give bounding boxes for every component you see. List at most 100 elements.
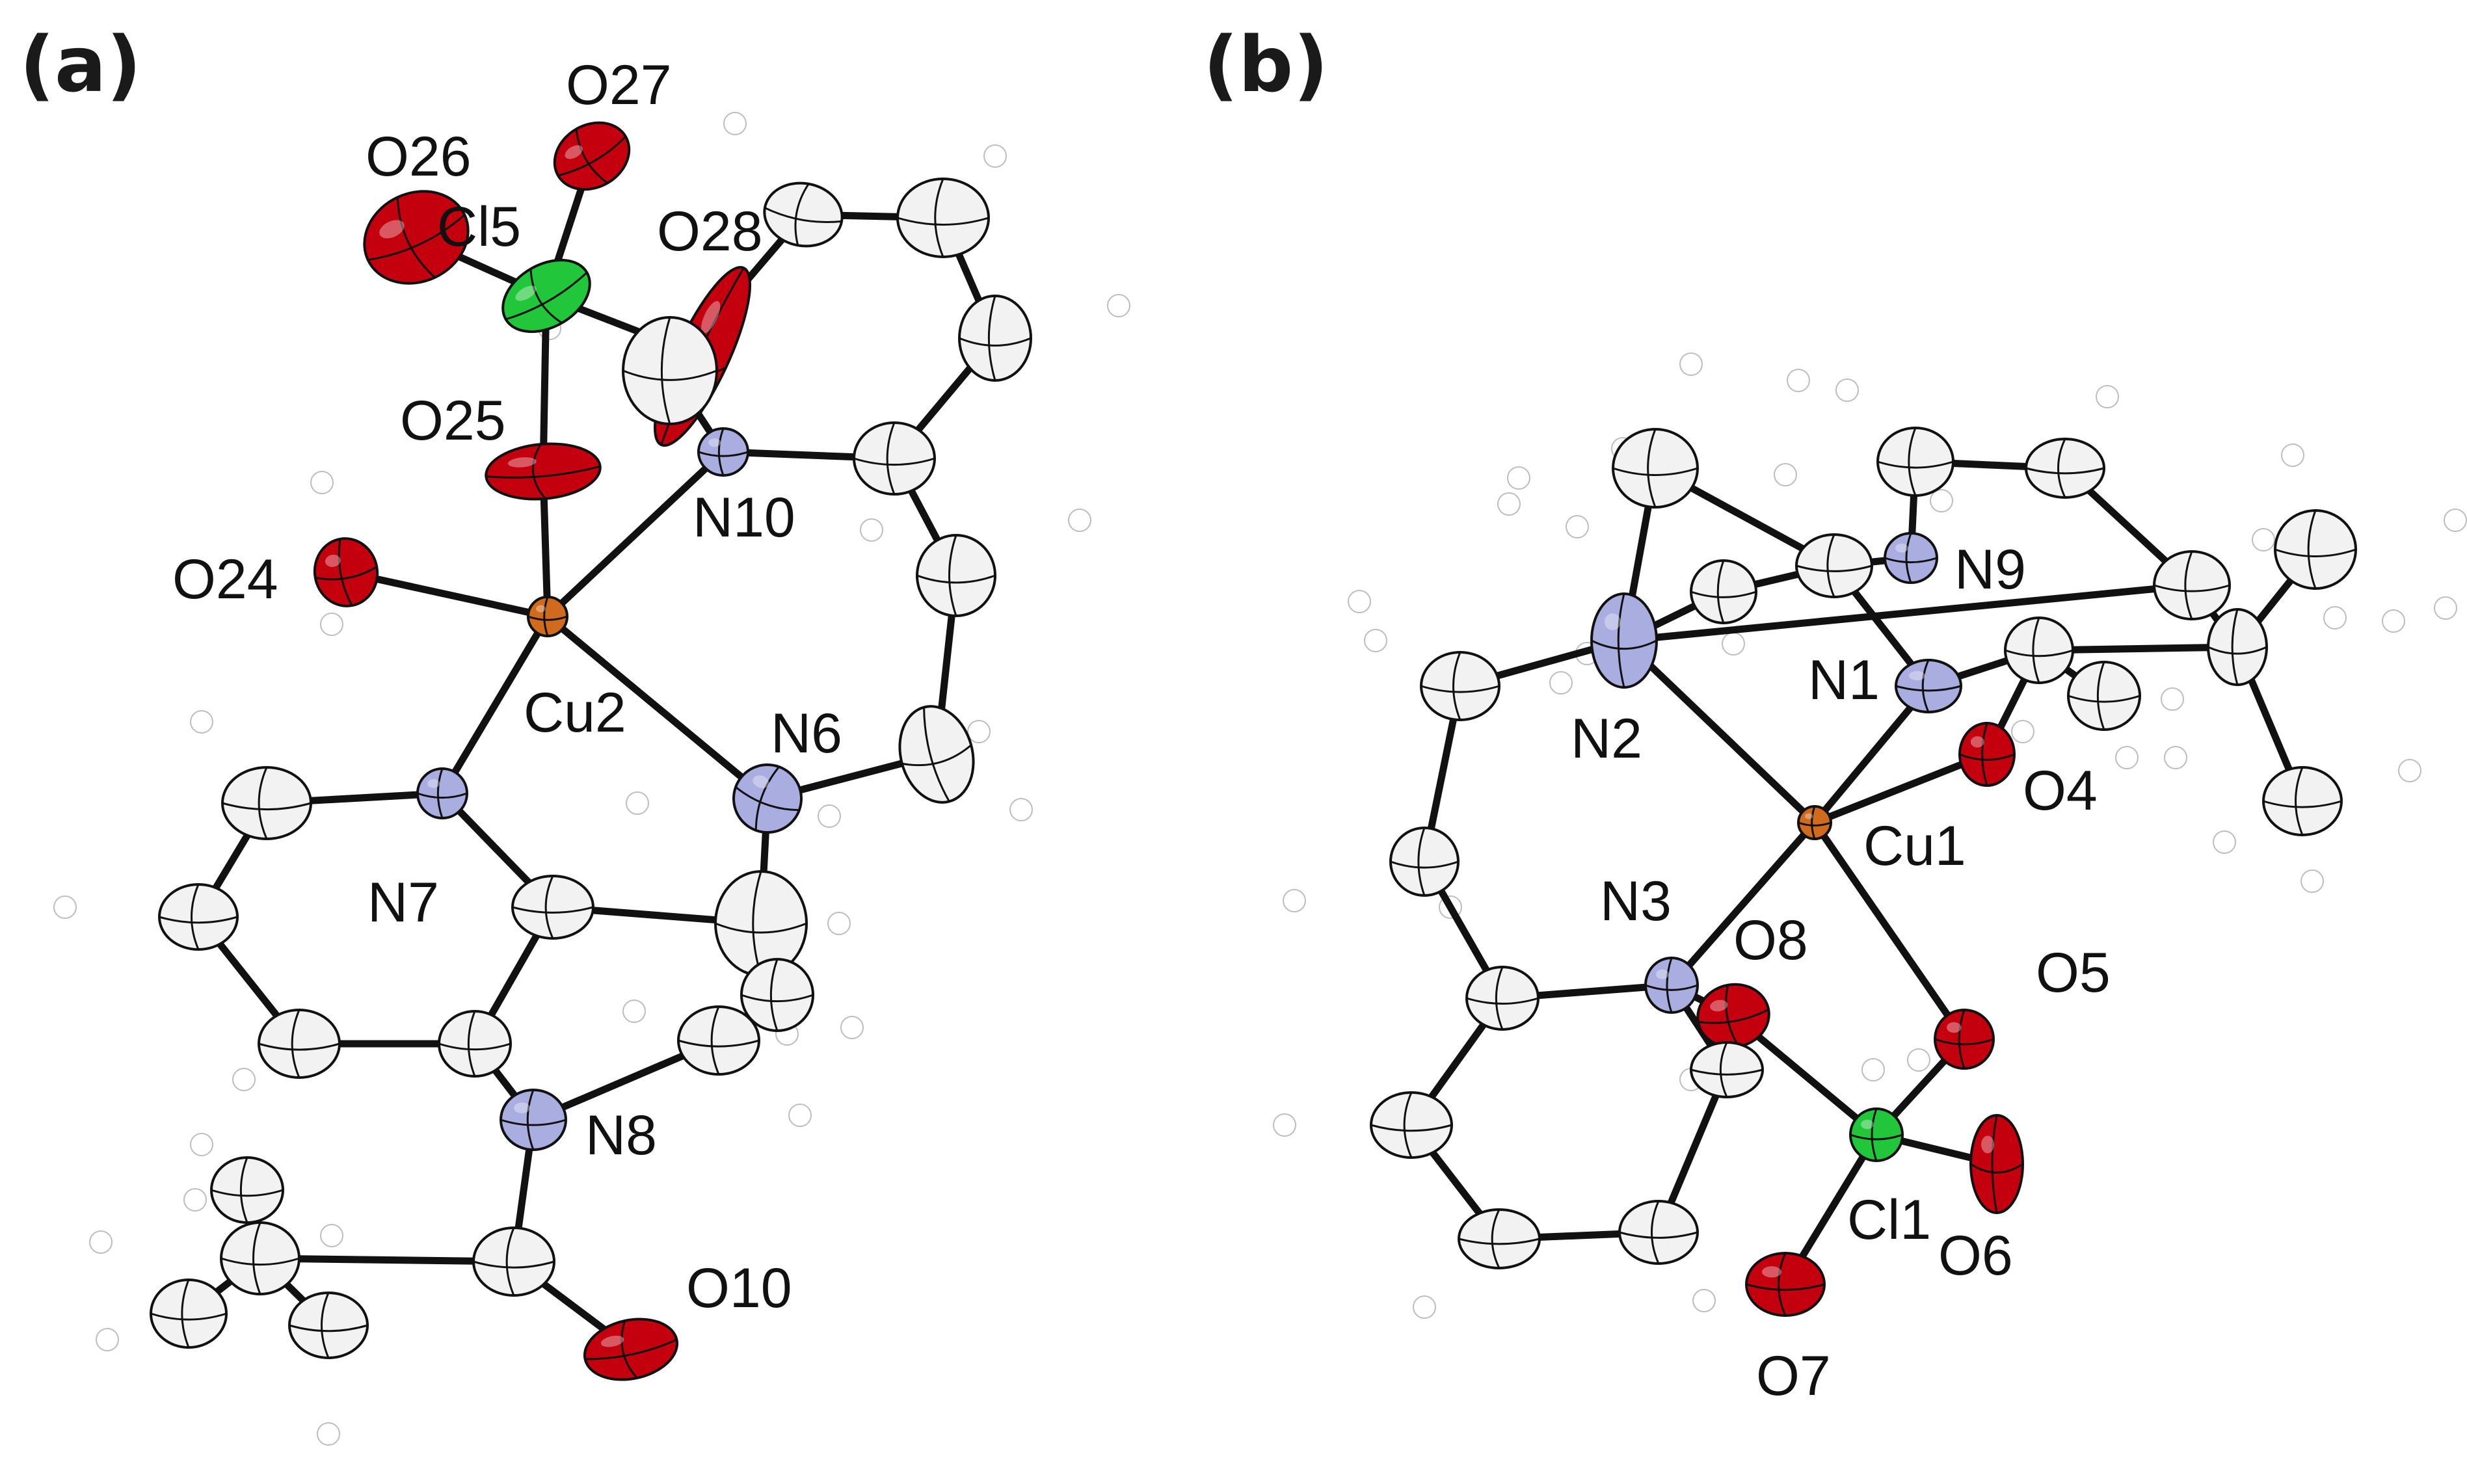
hydrogen-atom: [190, 710, 213, 734]
atom-ca12: [438, 1010, 512, 1078]
bond-cu1-o4: [1811, 750, 1991, 827]
atom-o7: [1745, 1252, 1826, 1317]
hydrogen-atom: [983, 144, 1007, 168]
hydrogen-atom: [310, 471, 334, 494]
hydrogen-atom: [2281, 444, 2304, 467]
atom-label-n9: N9: [1954, 538, 2026, 601]
atom-label-n10: N10: [693, 486, 795, 549]
hydrogen-atom: [2213, 830, 2236, 854]
hydrogen-atom: [2444, 509, 2467, 532]
hydrogen-atom: [2398, 759, 2421, 782]
atom-ca7: [898, 705, 975, 804]
bond-cu2-n7: [438, 613, 552, 797]
atom-cb18: [1690, 1041, 1764, 1098]
atom-o4: [1958, 722, 2016, 787]
atom-label-cu2: Cu2: [524, 682, 626, 744]
atom-ca14: [158, 883, 239, 951]
hydrogen-atom: [840, 1016, 864, 1039]
atom-label-cu1: Cu1: [1863, 815, 1966, 877]
atom-label-o25: O25: [400, 390, 506, 452]
atom-cb6: [2004, 616, 2074, 684]
bond-ca19-ca16: [256, 1254, 518, 1265]
atom-o26: [363, 190, 470, 285]
atom-ca9: [740, 958, 814, 1032]
hydrogen-atom: [1283, 889, 1306, 912]
atom-cb1: [1612, 428, 1699, 509]
hydrogen-atom: [2011, 720, 2034, 743]
atom-ca19: [472, 1226, 555, 1297]
hydrogen-atom: [183, 1188, 207, 1212]
atom-label-o5: O5: [2036, 942, 2111, 1004]
hydrogen-atom: [96, 1328, 119, 1351]
hydrogen-atom: [967, 720, 991, 743]
hydrogen-atom: [2434, 596, 2457, 620]
atom-cb8: [2207, 608, 2268, 686]
panel-b: (b) N9 N1 N2 O4 Cu1 N3 O8 O5 Cl1 O6 O7: [1203, 20, 2111, 1407]
hydrogen-atom: [723, 112, 747, 135]
hydrogen-atom: [1861, 1058, 1885, 1081]
hydrogen-atom: [89, 1230, 113, 1254]
atom-ca5: [853, 421, 936, 496]
atom-cb16: [1458, 1208, 1541, 1269]
hydrogen-atom: [320, 613, 343, 636]
atom-label-o26: O26: [366, 126, 472, 188]
atom-o24: [313, 537, 379, 607]
hydrogen-atom: [1497, 492, 1521, 516]
hydrogen-atom: [860, 518, 883, 542]
panel-label-b: (b): [1203, 20, 1328, 109]
atom-cb14: [1465, 966, 1540, 1031]
atom-ca8: [714, 870, 808, 977]
bond-cu1-n1: [1811, 682, 1932, 827]
hydrogen-atom: [1507, 466, 1530, 490]
atom-label-n6: N6: [771, 702, 842, 765]
panel-label-a: (a): [20, 20, 142, 109]
atom-cu2: [527, 596, 568, 637]
atom-ca13: [258, 1009, 341, 1079]
atom-ca17: [150, 1279, 228, 1349]
atom-o27: [553, 121, 631, 191]
hydrogen-atom: [1787, 369, 1810, 392]
atom-cb4: [1795, 533, 1873, 598]
bond-cu2-n6: [544, 613, 771, 802]
hydrogen-atom: [1722, 632, 1745, 656]
bond-cu1-n2: [1620, 637, 1819, 827]
atom-label-o28: O28: [657, 200, 763, 263]
hydrogen-atom: [626, 791, 649, 815]
atom-cu1: [1797, 805, 1832, 840]
hydrogen-atom: [827, 912, 851, 935]
atom-n9: [1884, 532, 1938, 584]
bond-cu1-o5: [1811, 819, 1968, 1043]
atom-n8: [500, 1089, 567, 1151]
hydrogen-atom: [788, 1104, 812, 1127]
hydrogen-atom: [1273, 1113, 1296, 1137]
hydrogen-atom: [190, 1133, 213, 1156]
hydrogen-atom: [1009, 798, 1033, 821]
hydrogen-atom: [2382, 609, 2405, 633]
atom-ca1: [622, 316, 718, 425]
atom-n1: [1895, 659, 1962, 713]
hydrogen-atom: [2323, 606, 2347, 629]
atom-ca11: [511, 875, 594, 940]
hydrogen-atom: [1774, 463, 1797, 486]
atom-label-cl5: Cl5: [437, 196, 521, 258]
atom-n7: [416, 767, 468, 819]
atom-n10: [697, 427, 749, 477]
hydrogen-atom: [1413, 1295, 1436, 1319]
atom-ca18: [288, 1292, 369, 1359]
atom-ca20: [210, 1156, 284, 1224]
atom-cb10: [2067, 661, 2141, 731]
hydrogen-atom: [1107, 294, 1130, 317]
hydrogen-atom: [1566, 515, 1589, 538]
hydrogen-atom: [1068, 509, 1091, 532]
atom-ca10: [677, 1005, 760, 1076]
atom-label-o6: O6: [1938, 1225, 2013, 1287]
hydrogen-atom: [2115, 746, 2139, 769]
atom-label-o10: O10: [686, 1257, 792, 1319]
atom-label-o8: O8: [1733, 909, 1808, 972]
hydrogen-atom: [2161, 687, 2184, 711]
atom-label-o7: O7: [1756, 1345, 1831, 1407]
atom-n3: [1644, 957, 1699, 1014]
bond-cu1-n3: [1668, 819, 1819, 989]
atom-ca2: [763, 181, 844, 248]
